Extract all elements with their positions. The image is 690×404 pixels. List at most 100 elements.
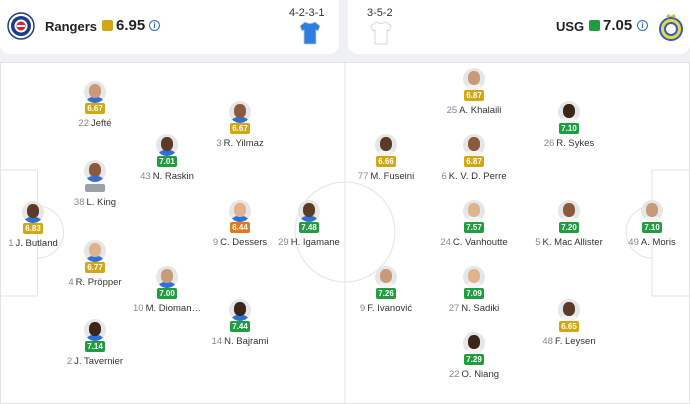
player-number: 3 xyxy=(216,138,222,149)
player-rating: 7.20 xyxy=(559,222,579,233)
player-photo xyxy=(156,266,178,288)
player-rating: 7.14 xyxy=(85,341,105,352)
player-photo xyxy=(641,200,663,222)
player-number: 14 xyxy=(211,336,223,347)
player-number: 26 xyxy=(543,138,555,149)
home-shirt-icon xyxy=(299,21,321,45)
player-rating: 7.29 xyxy=(464,354,484,365)
player-number: 9 xyxy=(359,303,366,314)
player-number: 49 xyxy=(628,237,639,248)
player-photo xyxy=(298,200,320,222)
player-name: M. Fuseini xyxy=(370,171,415,182)
home-team-header: Rangers 6.95 i 4-2-3-1 xyxy=(0,0,339,54)
player-number: 10 xyxy=(132,303,144,314)
player-rating: 6.44 xyxy=(230,222,250,233)
player-name: R. Pröpper xyxy=(75,277,122,288)
player-name: F. Ivanović xyxy=(367,303,413,314)
rangers-crest-icon[interactable] xyxy=(7,12,35,40)
player-rating: 7.09 xyxy=(464,288,484,299)
player-rating: 7.10 xyxy=(559,123,579,134)
player-number: 22 xyxy=(78,118,89,129)
home-formation: 4-2-3-1 xyxy=(289,7,325,19)
player-number: 24 xyxy=(440,237,451,248)
player-rating: 6.87 xyxy=(464,90,484,101)
player-name: J. Tavernier xyxy=(74,356,124,367)
player-photo xyxy=(84,319,106,341)
player-number: 1 xyxy=(8,238,14,249)
player-name: M. Dioman… xyxy=(145,303,201,314)
player-number: 27 xyxy=(448,303,460,314)
away-team-name[interactable]: USG xyxy=(556,19,585,34)
player-photo xyxy=(463,200,485,222)
player-name: K. Mac Allister xyxy=(542,237,603,248)
player-photo xyxy=(463,266,485,288)
player-name: Jefté xyxy=(90,118,112,129)
player-name: R. Sykes xyxy=(556,138,595,149)
player-number: 4 xyxy=(68,277,74,288)
player-photo xyxy=(558,200,580,222)
player-photo xyxy=(463,68,485,90)
player-number: 77 xyxy=(357,171,369,182)
player-rating: 7.44 xyxy=(230,321,250,332)
home-team-name[interactable]: Rangers xyxy=(45,19,98,34)
player-photo xyxy=(84,240,106,262)
player-photo xyxy=(84,160,106,182)
away-formation: 3-5-2 xyxy=(367,7,393,19)
player-rating: 7.57 xyxy=(464,222,484,233)
player-rating xyxy=(85,184,105,192)
player-name: C. Dessers xyxy=(220,237,268,248)
home-rating-swatch xyxy=(102,20,113,31)
player-rating: 6.65 xyxy=(559,321,579,332)
player-name: N. Bajrami xyxy=(224,336,269,347)
player-name: A. Moris xyxy=(640,237,676,248)
player-number: 48 xyxy=(542,336,553,347)
player-photo xyxy=(229,200,251,222)
player-photo xyxy=(463,332,485,354)
player-rating: 7.26 xyxy=(376,288,396,299)
player-name: O. Niang xyxy=(461,369,500,380)
player-rating: 6.67 xyxy=(85,103,105,114)
player-name: A. Khalaili xyxy=(459,105,502,116)
player-rating: 7.48 xyxy=(299,222,319,233)
player-rating: 7.10 xyxy=(642,222,662,233)
player-photo xyxy=(558,101,580,123)
player-photo xyxy=(156,134,178,156)
away-shirt-icon xyxy=(370,21,392,45)
player-photo xyxy=(22,201,44,223)
player-photo xyxy=(84,81,106,103)
player-number: 5 xyxy=(535,237,541,248)
player-number: 22 xyxy=(448,369,460,380)
player-name: K. V. D. Perre xyxy=(448,171,507,182)
away-team-header: 3-5-2 USG 7.05 i xyxy=(348,0,690,54)
usg-crest-icon[interactable] xyxy=(657,13,685,41)
player-photo xyxy=(558,299,580,321)
player-photo xyxy=(375,266,397,288)
info-icon[interactable]: i xyxy=(149,20,160,31)
player-name: C. Vanhoutte xyxy=(452,237,508,248)
player-photo xyxy=(463,134,485,156)
info-icon[interactable]: i xyxy=(637,20,648,31)
player-photo xyxy=(229,299,251,321)
player-name: N. Raskin xyxy=(152,171,194,182)
player-rating: 6.83 xyxy=(23,223,43,234)
